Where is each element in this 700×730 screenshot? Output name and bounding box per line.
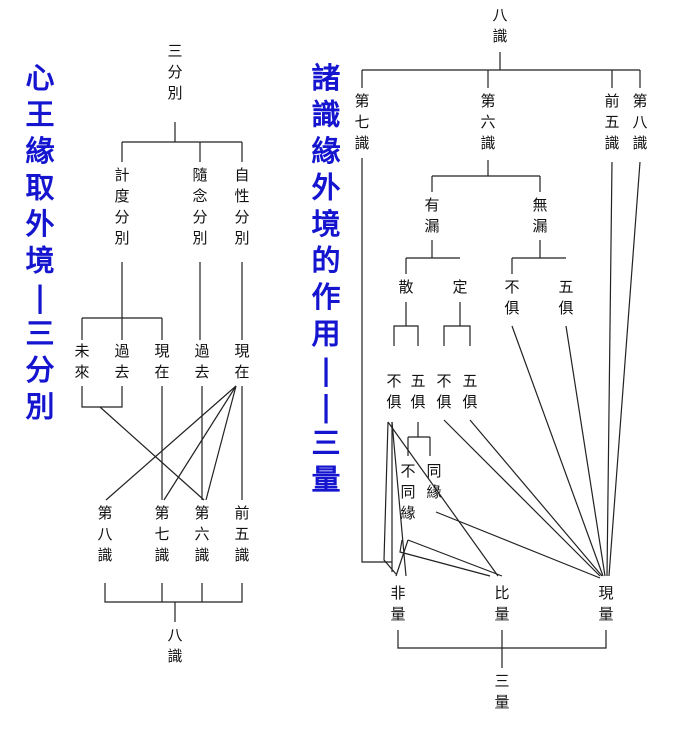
right-level2-node: 有漏	[424, 196, 439, 235]
left-kind-node: 自性分別	[234, 166, 249, 247]
left-bracket-kinds	[121, 122, 243, 162]
right-bracket-scatter	[393, 325, 419, 346]
right-line-qianwu-to-xian	[606, 161, 613, 577]
right-line-wulou-buju-to-xian	[511, 325, 604, 577]
right-level5-node: 不同緣	[400, 462, 415, 522]
right-level3-node: 定	[452, 278, 467, 296]
left-title: 心王緣取外境|三分別	[25, 61, 54, 424]
right-pramana-node: 現量	[598, 584, 613, 623]
left-time-node: 現在	[234, 342, 249, 381]
left-line-present2-to-seventh	[163, 385, 237, 501]
left-kind-node: 計度分別	[114, 166, 129, 247]
right-line-wuju2-to-xian	[469, 419, 603, 577]
right-title: 諸識緣外境的作用||三量	[311, 61, 340, 497]
right-level1-node: 第六識	[480, 92, 495, 152]
left-kind-node: 隨念分別	[192, 166, 207, 247]
right-root-node: 八識	[492, 6, 507, 45]
right-line-seventh-to-fei-diag	[391, 421, 407, 577]
left-consciousness-node: 第六識	[194, 504, 209, 564]
left-consciousness-node: 第七識	[154, 504, 169, 564]
left-bracket-bottom	[104, 583, 243, 622]
right-bracket-top	[361, 52, 641, 88]
right-line-butongyuan-to-bi2	[399, 539, 491, 577]
node-labels: 三分別計度分別隨念分別自性分別未來過去現在過去現在第八識第七識第六識前五識八識八…	[74, 6, 647, 711]
right-line-seventh-to-fei	[361, 158, 392, 563]
right-level1-node: 第七識	[354, 92, 369, 152]
right-pramana-node: 非量	[390, 584, 405, 623]
right-level1-node: 前五識	[604, 92, 619, 152]
left-time-node: 現在	[154, 342, 169, 381]
left-time-node: 過去	[114, 342, 129, 381]
right-line-buju-to-fei2	[383, 421, 397, 575]
left-root-node: 三分別	[167, 42, 182, 102]
right-level1-node: 第八識	[632, 92, 647, 152]
right-line-eighth-to-xian	[608, 161, 641, 577]
right-line-butongyuan-to-fei	[395, 539, 409, 577]
right-line-butongyuan-to-bi	[407, 539, 503, 577]
right-level3-node: 五俱	[558, 278, 573, 317]
right-level4-node: 五俱	[410, 372, 425, 411]
right-bottom-node: 三量	[494, 672, 509, 711]
right-bracket-wulou	[511, 240, 566, 274]
right-bracket-bottom	[397, 630, 607, 668]
left-line-past-to-sixth	[99, 406, 205, 501]
right-bracket-wuju	[407, 422, 431, 456]
left-time-node: 未來	[74, 342, 89, 381]
right-bracket-sixth	[431, 160, 541, 192]
titles: 心王緣取外境|三分別 諸識緣外境的作用||三量	[25, 61, 340, 497]
right-level2-node: 無漏	[532, 196, 547, 235]
right-line-buju2-to-xian	[443, 419, 601, 577]
left-consciousness-node: 第八識	[97, 504, 112, 564]
left-bracket-future-past	[81, 386, 123, 408]
right-pramana-node: 比量	[494, 584, 509, 623]
right-line-buju-to-bi	[387, 421, 499, 577]
left-bottom-node: 八識	[167, 626, 182, 665]
right-level4-node: 五俱	[462, 372, 477, 411]
left-bracket-times	[81, 317, 163, 340]
right-line-wulou-wuju-to-xian	[565, 325, 606, 577]
left-time-node: 過去	[194, 342, 209, 381]
right-level4-node: 不俱	[436, 372, 451, 411]
right-level3-node: 散	[398, 278, 413, 296]
right-level3-node: 不俱	[504, 278, 519, 317]
right-bracket-youlou	[405, 240, 460, 274]
right-line-tongyuan-to-xian	[435, 511, 601, 579]
left-consciousness-node: 前五識	[234, 504, 249, 564]
right-level4-node: 不俱	[386, 372, 401, 411]
left-line-present2-to-eighth	[105, 385, 237, 501]
left-line-present2-to-sixth	[205, 385, 237, 501]
right-level5-node: 同緣	[426, 462, 441, 501]
connector-lines	[81, 52, 641, 668]
right-bracket-fixed	[443, 325, 471, 346]
